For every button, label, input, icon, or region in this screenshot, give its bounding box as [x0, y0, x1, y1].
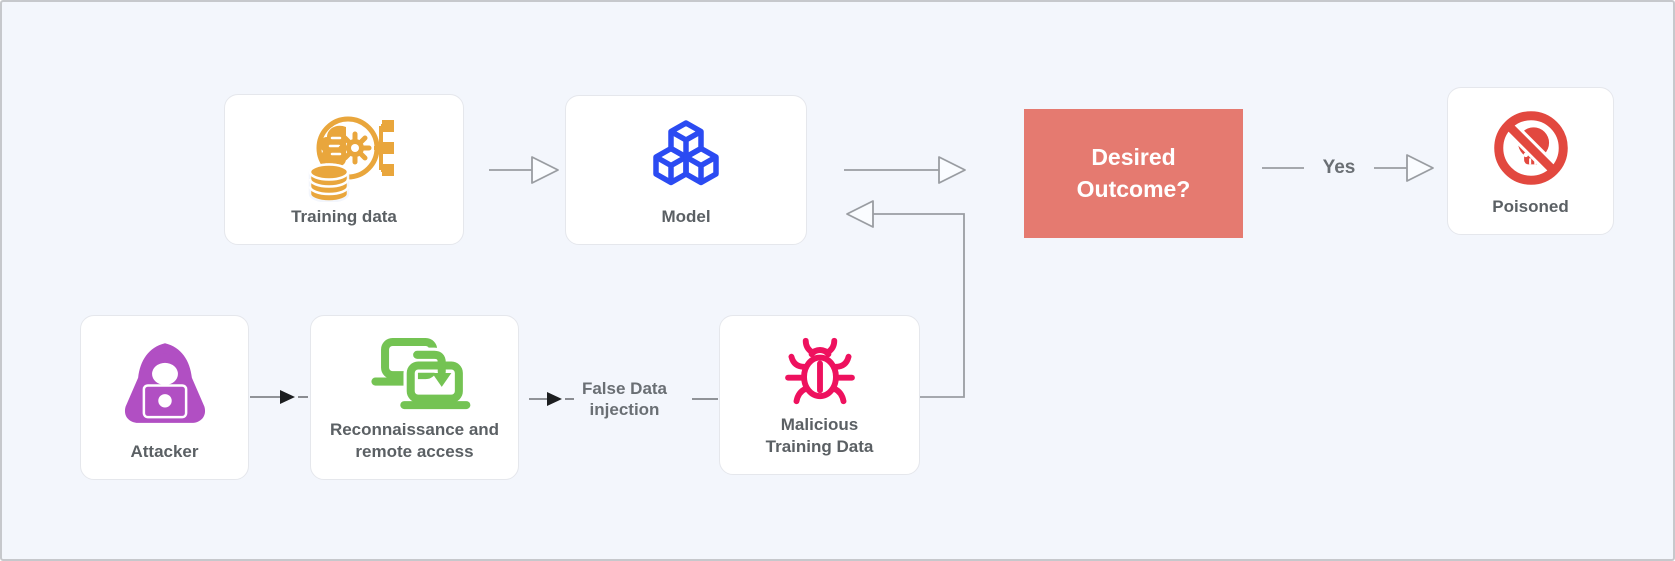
recon-label: Reconnaissance and remote access	[329, 419, 500, 461]
node-poisoned: Poisoned	[1447, 87, 1614, 235]
node-model: Model	[565, 95, 807, 245]
training-data-label: Training data	[291, 206, 397, 226]
node-training-data: Training data	[224, 94, 464, 245]
model-label: Model	[661, 206, 711, 226]
edge-training-to-model	[489, 156, 559, 184]
edge-label-yes: Yes	[1322, 157, 1356, 178]
model-cubes-icon	[574, 108, 798, 206]
edge-model-to-outcome	[844, 156, 966, 184]
remote-access-icon	[319, 327, 510, 419]
node-attacker: Attacker	[80, 315, 249, 480]
node-malicious: Malicious Training Data	[719, 315, 920, 475]
poisoned-label: Poisoned	[1492, 196, 1569, 216]
malicious-label: Malicious Training Data	[765, 414, 874, 456]
desired-outcome-label: Desired Outcome?	[1076, 144, 1191, 202]
edge-label-false-data-injection: False Data injection	[581, 379, 668, 420]
attacker-hacker-icon	[89, 328, 240, 441]
node-recon: Reconnaissance and remote access	[310, 315, 519, 480]
node-desired-outcome: Desired Outcome?	[1024, 109, 1243, 238]
attacker-label: Attacker	[130, 441, 199, 461]
poisoned-skull-icon	[1456, 100, 1605, 196]
bug-icon	[728, 328, 911, 414]
training-data-icon	[233, 107, 455, 206]
edge-attacker-to-recon	[250, 390, 308, 404]
